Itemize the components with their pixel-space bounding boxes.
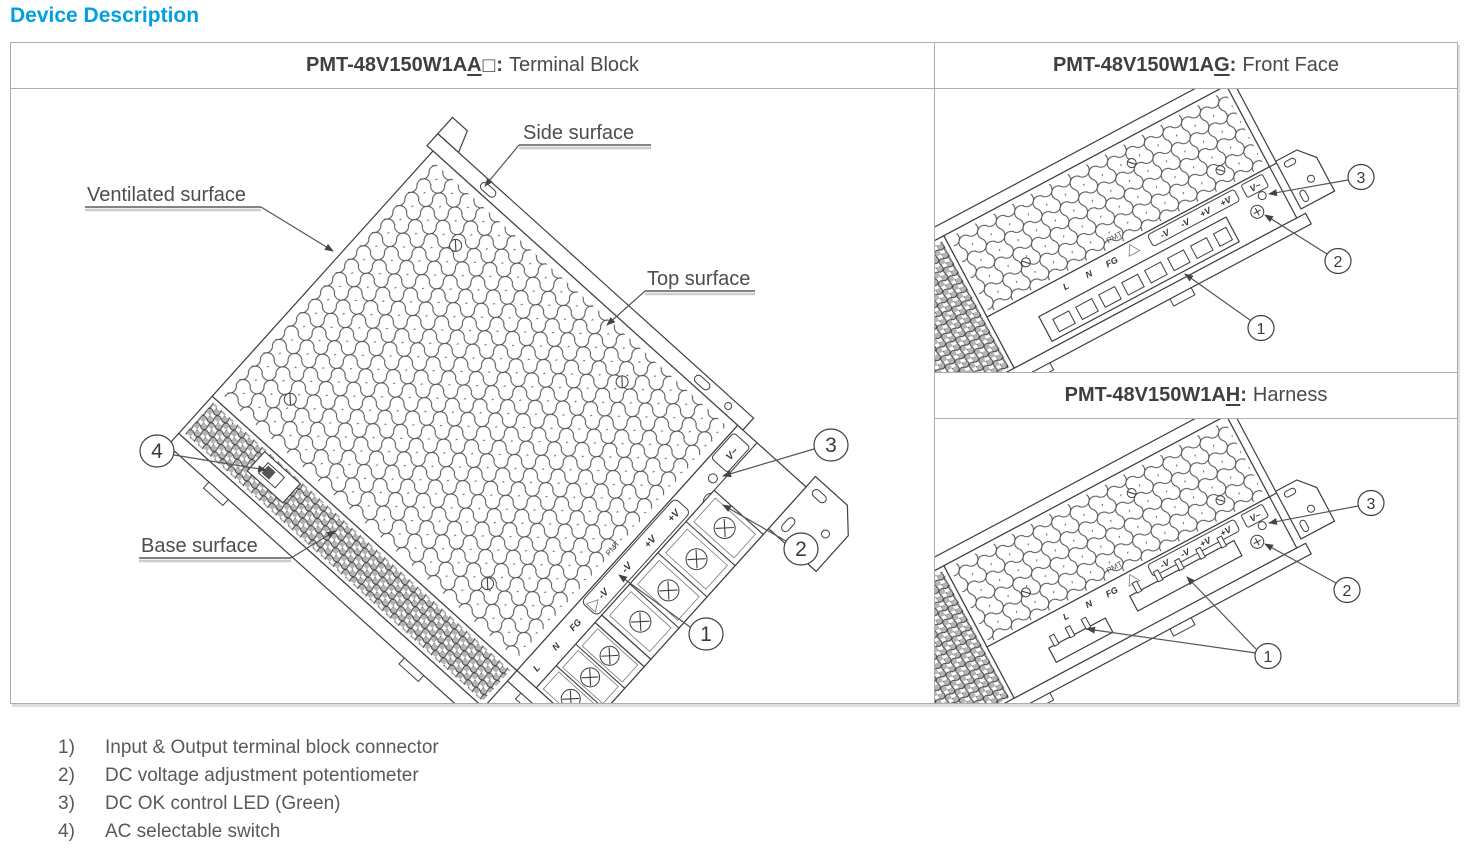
svg-text:Base surface: Base surface	[141, 535, 258, 557]
callout-2: 2	[722, 504, 819, 566]
svg-text:3: 3	[825, 434, 837, 457]
svg-text:2: 2	[1343, 583, 1352, 600]
legend-item-text: DC OK control LED (Green)	[105, 793, 341, 814]
voltage-potentiometer	[1250, 204, 1265, 219]
psu-harness-view: PMT V~ +V +V -V -V	[935, 419, 1336, 703]
legend-item: 2) DC voltage adjustment potentiometer	[58, 762, 439, 790]
figure-front-face: PMT V~ +V +V -V -V	[935, 89, 1457, 373]
label-top-surface: Top surface	[606, 268, 755, 326]
svg-text:Side surface: Side surface	[523, 122, 634, 144]
legend-item: 1) Input & Output terminal block connect…	[58, 734, 439, 762]
model-suffix-underlined: A	[467, 54, 482, 76]
callout-4: 4	[139, 434, 267, 473]
svg-text:L: L	[1061, 611, 1071, 622]
label-side-surface: Side surface	[484, 122, 651, 187]
legend-item-text: AC selectable switch	[105, 821, 281, 842]
model-suffix-underlined: H	[1225, 384, 1241, 406]
model-colon: :	[1240, 384, 1247, 406]
figure-terminal-block: PMT V~	[11, 89, 934, 703]
svg-text:L: L	[1061, 281, 1071, 292]
legend-item-number: 4)	[58, 821, 75, 842]
svg-text:3: 3	[1357, 170, 1366, 187]
page-title: Device Description	[10, 4, 200, 27]
variant-label: Harness	[1252, 384, 1328, 406]
callout-3: 3	[1268, 163, 1375, 197]
variant-label: Front Face	[1242, 54, 1340, 76]
figure-harness: PMT V~ +V +V -V -V	[935, 419, 1457, 703]
svg-text:2: 2	[1334, 254, 1343, 271]
harness-drawing: PMT V~ +V +V -V -V	[935, 419, 1385, 703]
svg-text:Ventilated surface: Ventilated surface	[87, 184, 246, 206]
dc-ok-led	[1257, 521, 1267, 531]
variant-label: Terminal Block	[508, 54, 640, 76]
label-base-surface: Base surface	[139, 530, 336, 563]
svg-text:N: N	[1084, 598, 1095, 610]
legend-item-number: 1)	[58, 737, 75, 758]
voltage-potentiometer	[1250, 534, 1265, 549]
harness-connector-input	[1047, 616, 1114, 664]
callout-2: 2	[1264, 214, 1352, 275]
callout-1: 1	[1184, 273, 1275, 342]
callout-1: 1	[1086, 576, 1282, 670]
psu-front-face-view: PMT V~ +V +V -V -V	[935, 89, 1336, 372]
model-colon: :	[496, 54, 503, 76]
svg-text:4: 4	[151, 440, 163, 463]
dc-ok-led	[707, 473, 718, 484]
model-number: PMT-48V150W1A	[305, 54, 468, 76]
model-colon: :	[1229, 54, 1237, 76]
callout-legend: 1) Input & Output terminal block connect…	[58, 734, 439, 846]
terminal-block-drawing: PMT V~	[85, 116, 849, 703]
callout-1: 1	[618, 574, 724, 651]
label-ventilated-surface: Ventilated surface	[85, 184, 334, 252]
callout-2: 2	[1264, 543, 1361, 604]
terminal-label-n: N	[550, 640, 562, 652]
svg-text:1: 1	[1257, 321, 1266, 338]
svg-text:1: 1	[700, 623, 712, 646]
svg-text:3: 3	[1367, 496, 1376, 513]
legend-item-number: 2)	[58, 765, 75, 786]
model-suffix-underlined: G	[1214, 54, 1230, 76]
legend-item: 4) AC selectable switch	[58, 818, 439, 846]
harness-connector-output	[1128, 535, 1243, 612]
model-number: PMT-48V150W1A	[1052, 54, 1215, 76]
vadj-label: V~	[1248, 509, 1263, 523]
svg-text:N: N	[1084, 268, 1095, 280]
legend-item: 3) DC OK control LED (Green)	[58, 790, 439, 818]
svg-text:2: 2	[795, 538, 807, 561]
model-wildcard-box: □	[482, 53, 496, 77]
psu-isometric-view: PMT V~	[167, 116, 849, 703]
vadj-label: V~	[1248, 179, 1263, 193]
cover-screws	[283, 238, 629, 591]
model-number: PMT-48V150W1A	[1064, 384, 1226, 406]
legend-item-text: DC voltage adjustment potentiometer	[105, 765, 419, 786]
front-face-drawing: PMT V~ +V +V -V -V	[935, 89, 1375, 372]
terminal-label-l: L	[531, 663, 542, 674]
svg-text:1: 1	[1264, 649, 1273, 666]
dc-ok-led	[1257, 191, 1267, 201]
legend-item-number: 3)	[58, 793, 75, 814]
legend-item-text: Input & Output terminal block connector	[105, 737, 439, 758]
svg-text:Top surface: Top surface	[647, 268, 750, 290]
callout-3: 3	[722, 428, 849, 478]
callout-3: 3	[1268, 489, 1385, 525]
front-face-connector	[1038, 216, 1241, 343]
